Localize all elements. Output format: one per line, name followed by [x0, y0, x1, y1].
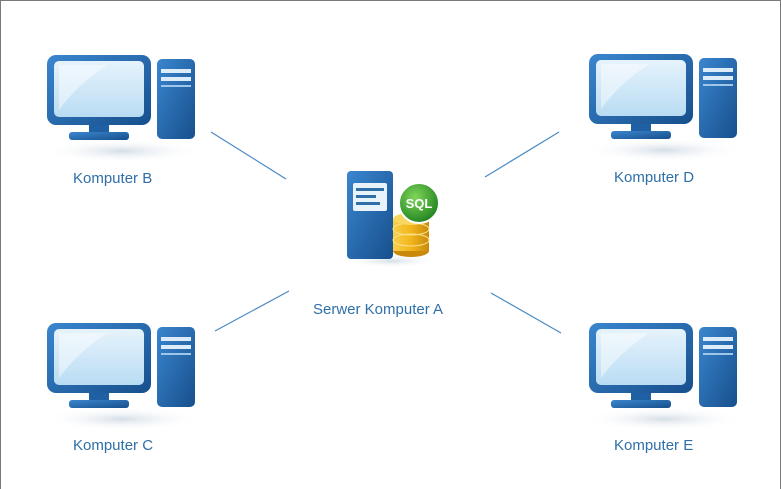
server-a: SQL	[341, 169, 451, 269]
sql-badge: SQL	[398, 182, 440, 224]
connector-server-e	[490, 292, 562, 334]
database-server-icon: SQL	[343, 171, 440, 268]
svg-text:SQL: SQL	[406, 196, 433, 211]
desktop-computer-icon	[47, 55, 202, 163]
connector-server-d	[484, 131, 560, 178]
computer-e-label: Komputer E	[614, 437, 694, 454]
computer-e	[589, 323, 749, 433]
computer-b-label: Komputer B	[73, 170, 153, 187]
computer-d	[589, 54, 749, 164]
connector-server-b	[210, 131, 287, 180]
server-a-label: Serwer Komputer A	[313, 301, 444, 318]
computer-d-label: Komputer D	[614, 169, 695, 186]
desktop-computer-icon	[47, 323, 202, 431]
computer-b	[47, 55, 207, 165]
desktop-computer-icon	[589, 54, 744, 162]
connector-server-c	[214, 290, 290, 332]
desktop-computer-icon	[589, 323, 744, 431]
computer-c	[47, 323, 207, 433]
computer-c-label: Komputer C	[73, 437, 154, 454]
